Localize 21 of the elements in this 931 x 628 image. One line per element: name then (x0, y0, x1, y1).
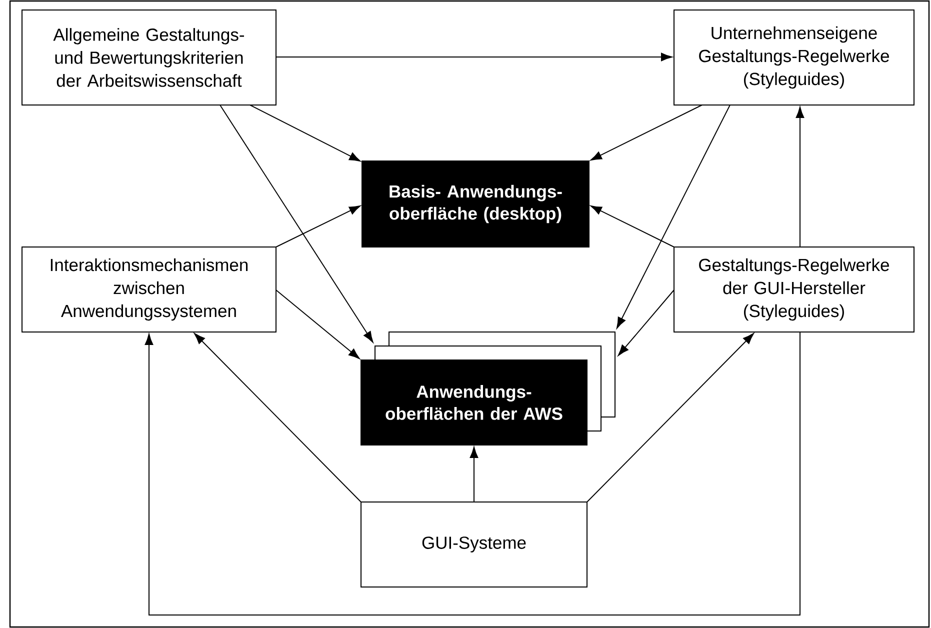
highlighted-box: Basis- Anwendungs- oberfläche (desktop) (362, 160, 590, 248)
text-box: Gestaltungs-Regelwerke der GUI-Hersteller (Styleguides) (674, 246, 914, 332)
arrow (616, 104, 730, 328)
text-box: Interaktionsmechanismen zwischen Anwendungssystemen (22, 246, 276, 332)
arrow (796, 106, 804, 248)
arrow (590, 205, 674, 248)
text-box: GUI-Systeme (360, 502, 588, 588)
arrow (144, 332, 800, 616)
arrow (586, 333, 754, 502)
stacked-box: Anwendungs- oberflächen der AWS (360, 332, 616, 446)
arrow (276, 205, 360, 248)
text-box: Allgemeine Gestaltungs- und Bewertungskriterien der Arbeitswissenschaft (22, 10, 276, 106)
arrow (618, 290, 674, 356)
arrow (276, 52, 672, 62)
arrow (590, 104, 702, 160)
arrow (220, 104, 374, 343)
arrow (276, 290, 360, 360)
arrow (250, 104, 361, 162)
arrow (194, 333, 362, 502)
arrow (470, 446, 478, 502)
text-box: Unternehmenseigene Gestaltungs-Regelwerke (Styleguides) (674, 10, 914, 106)
